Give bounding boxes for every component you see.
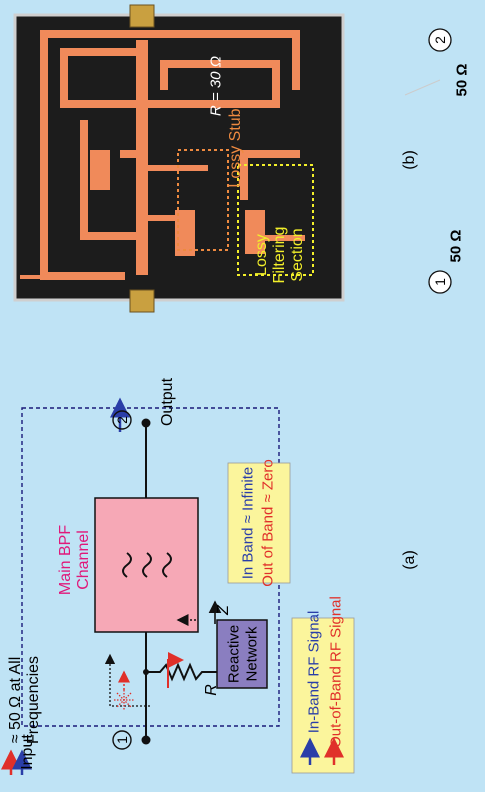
z-outband-text: Out of Band ≈ Zero: [260, 459, 277, 586]
legend-box: [292, 618, 354, 773]
legend-inband-text: In-Band RF Signal: [306, 611, 323, 734]
legend-outband-text: Out-of-Band RF Signal: [328, 596, 345, 748]
output-node: [142, 419, 151, 428]
resistor-label-a: R: [203, 684, 221, 696]
lossy-section-line1: Lossy: [253, 234, 271, 276]
port2-impedance: 50 Ω: [454, 64, 471, 97]
caption-b: (b): [401, 150, 419, 170]
port1-label-b: 1: [432, 278, 448, 286]
port1-impedance: 50 Ω: [448, 230, 465, 263]
reactive-label-line2: Network: [244, 626, 261, 681]
impedance-note-line2: Frequencies: [25, 656, 43, 744]
resistor-pointer: [405, 80, 440, 95]
port2-label-b: 2: [432, 36, 448, 44]
port2-label-a: 2: [114, 416, 130, 424]
blocked-star-icon: [114, 690, 134, 710]
lossy-stub-label: Lossy Stub: [227, 108, 245, 187]
port1-connector: [130, 290, 154, 312]
caption-a: (a): [401, 550, 419, 570]
lossy-section-line3: Section: [289, 228, 307, 281]
bpf-label-line1: Main BPF: [57, 525, 75, 595]
port2-connector: [130, 5, 154, 27]
impedance-note-line1: ≈ 50 Ω at All: [7, 657, 25, 744]
reactive-label-line1: Reactive: [226, 625, 243, 683]
input-node: [142, 736, 151, 745]
z-inband-text: In Band ≈ Infinite: [240, 467, 257, 579]
output-label: Output: [159, 378, 177, 426]
lossy-section-line2: Filtering: [271, 227, 289, 284]
reflection-dotted-arrow: [110, 655, 150, 706]
bpf-label-line2: Channel: [75, 530, 93, 590]
port1-label-a: 1: [114, 736, 130, 744]
resistor-label-b: R = 30 Ω: [208, 56, 225, 116]
resistor-symbol: [146, 665, 220, 679]
z-label: Z: [215, 605, 233, 615]
